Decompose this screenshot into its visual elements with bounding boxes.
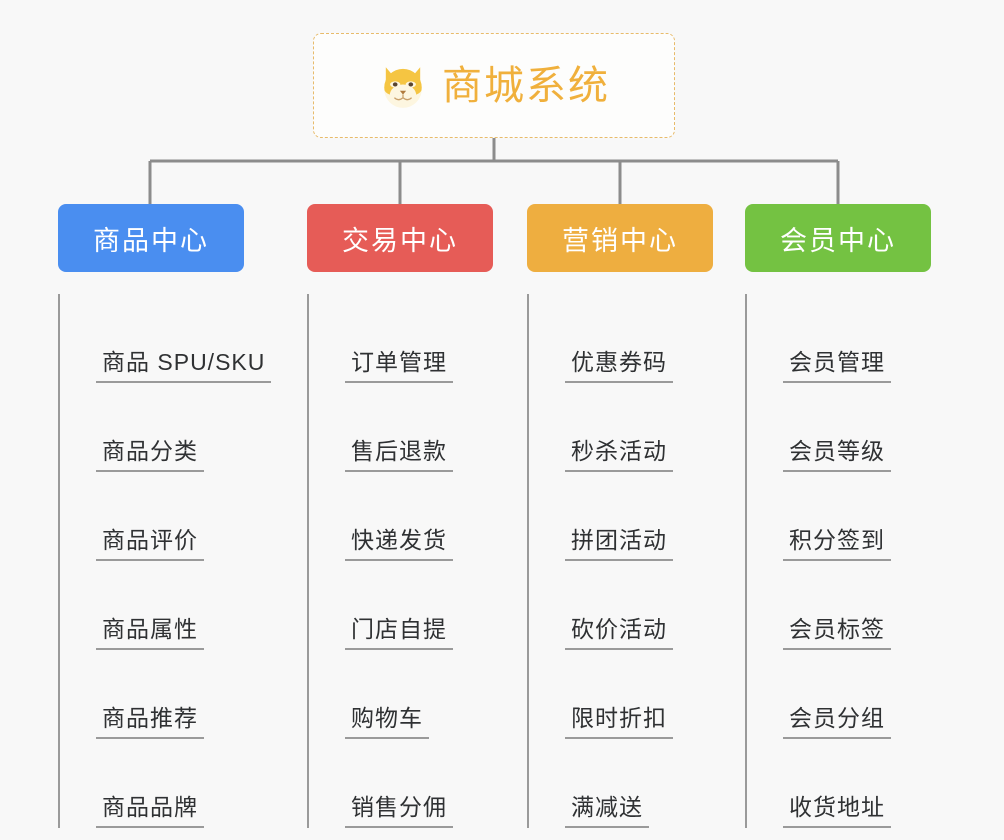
leaf-item-label: 门店自提 (345, 616, 453, 650)
leaf-item[interactable]: 会员标签 (761, 561, 945, 650)
branch-header-trade-center[interactable]: 交易中心 (307, 204, 493, 272)
leaf-item[interactable]: 收货地址 (761, 739, 945, 828)
leaf-item-label: 会员分组 (783, 705, 891, 739)
leaf-item[interactable]: 订单管理 (323, 294, 507, 383)
leaf-item[interactable]: 销售分佣 (323, 739, 507, 828)
leaf-item[interactable]: 门店自提 (323, 561, 507, 650)
branch-header-marketing-center[interactable]: 营销中心 (527, 204, 713, 272)
leaf-item-label: 会员管理 (783, 349, 891, 383)
leaf-item[interactable]: 售后退款 (323, 383, 507, 472)
leaf-item-label: 收货地址 (783, 794, 891, 828)
root-node[interactable]: 商城系统 (313, 33, 675, 138)
leaf-item[interactable]: 会员管理 (761, 294, 945, 383)
leaf-item-label: 商品分类 (96, 438, 204, 472)
branch-header-product-center[interactable]: 商品中心 (58, 204, 244, 272)
branch-column-marketing-center: 营销中心 优惠券码秒杀活动拼团活动砍价活动限时折扣满减送 (527, 204, 727, 828)
leaf-item-label: 满减送 (565, 794, 649, 828)
leaf-item[interactable]: 优惠券码 (543, 294, 727, 383)
leaf-list-product-center: 商品 SPU/SKU 商品分类商品评价商品属性商品推荐商品品牌 (58, 294, 272, 828)
leaf-item-label: 商品 SPU/SKU (96, 349, 272, 383)
leaf-item-label: 商品推荐 (96, 705, 204, 739)
leaf-item-label: 会员等级 (783, 438, 891, 472)
leaf-list-trade-center: 订单管理售后退款快递发货门店自提购物车销售分佣 (307, 294, 507, 828)
leaf-item[interactable]: 会员等级 (761, 383, 945, 472)
branch-header-member-center[interactable]: 会员中心 (745, 204, 931, 272)
leaf-item[interactable]: 购物车 (323, 650, 507, 739)
leaf-item[interactable]: 砍价活动 (543, 561, 727, 650)
root-to-branches-connector (148, 138, 840, 204)
leaf-item[interactable]: 商品 SPU/SKU (74, 294, 272, 383)
leaf-item[interactable]: 商品品牌 (74, 739, 258, 828)
leaf-item[interactable]: 商品推荐 (74, 650, 258, 739)
leaf-item-label: 销售分佣 (345, 794, 453, 828)
branch-header-label: 营销中心 (562, 225, 678, 256)
leaf-item[interactable]: 限时折扣 (543, 650, 727, 739)
branch-header-label: 商品中心 (93, 225, 209, 256)
leaf-item-label: 商品品牌 (96, 794, 204, 828)
leaf-item-label: 积分签到 (783, 527, 891, 561)
leaf-item[interactable]: 积分签到 (761, 472, 945, 561)
root-title: 商城系统 (442, 63, 610, 108)
leaf-item-label: 购物车 (345, 705, 429, 739)
leaf-item[interactable]: 满减送 (543, 739, 727, 828)
leaf-item[interactable]: 快递发货 (323, 472, 507, 561)
leaf-item-label: 售后退款 (345, 438, 453, 472)
leaf-item[interactable]: 商品属性 (74, 561, 258, 650)
branch-header-label: 会员中心 (780, 225, 896, 256)
leaf-item[interactable]: 拼团活动 (543, 472, 727, 561)
leaf-list-marketing-center: 优惠券码秒杀活动拼团活动砍价活动限时折扣满减送 (527, 294, 727, 828)
branch-column-trade-center: 交易中心 订单管理售后退款快递发货门店自提购物车销售分佣 (307, 204, 507, 828)
leaf-list-member-center: 会员管理会员等级积分签到会员标签会员分组收货地址 (745, 294, 945, 828)
leaf-item[interactable]: 会员分组 (761, 650, 945, 739)
leaf-item-label: 砍价活动 (565, 616, 673, 650)
leaf-item[interactable]: 秒杀活动 (543, 383, 727, 472)
leaf-item-label: 秒杀活动 (565, 438, 673, 472)
leaf-item-label: 快递发货 (345, 527, 453, 561)
leaf-item-label: 限时折扣 (565, 705, 673, 739)
leaf-item-label: 订单管理 (345, 349, 453, 383)
leaf-item-label: 会员标签 (783, 616, 891, 650)
leaf-item[interactable]: 商品评价 (74, 472, 258, 561)
leaf-item-label: 商品属性 (96, 616, 204, 650)
branch-column-member-center: 会员中心 会员管理会员等级积分签到会员标签会员分组收货地址 (745, 204, 945, 828)
shiba-dog-face-icon (384, 66, 422, 108)
leaf-item-label: 优惠券码 (565, 349, 673, 383)
leaf-item[interactable]: 商品分类 (74, 383, 258, 472)
leaf-item-label: 拼团活动 (565, 527, 673, 561)
branch-header-label: 交易中心 (342, 225, 458, 256)
branch-column-product-center: 商品中心 商品 SPU/SKU 商品分类商品评价商品属性商品推荐商品品牌 (58, 204, 272, 828)
leaf-item-label: 商品评价 (96, 527, 204, 561)
